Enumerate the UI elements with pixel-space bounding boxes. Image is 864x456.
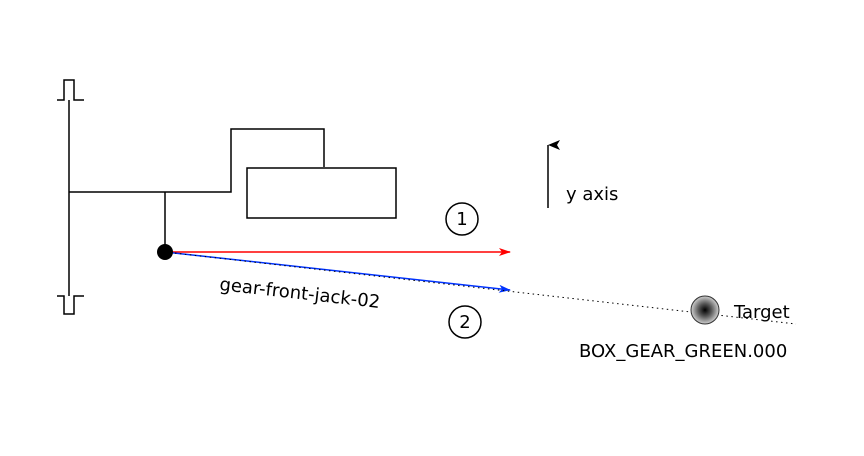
rig-arm [69,128,325,193]
rig-structure [57,79,397,315]
target-guide-dotted [164,251,797,325]
target-object [690,295,720,325]
bone-name-label: gear-front-jack-02 [218,274,381,313]
target-object-label: BOX_GEAR_GREEN.000 [579,341,787,362]
bone-joint [157,244,173,260]
marker-2-circle [448,305,482,339]
top-connector [57,79,84,101]
marker-1-circle [445,202,479,236]
gear-box [246,167,397,219]
arrow-2-blue [164,251,511,293]
marker-2-label: 2 [459,312,470,333]
y-axis-label: y axis [566,184,618,205]
bottom-connector [57,295,84,315]
target-label: Target [733,302,790,323]
marker-1-label: 1 [456,209,467,230]
